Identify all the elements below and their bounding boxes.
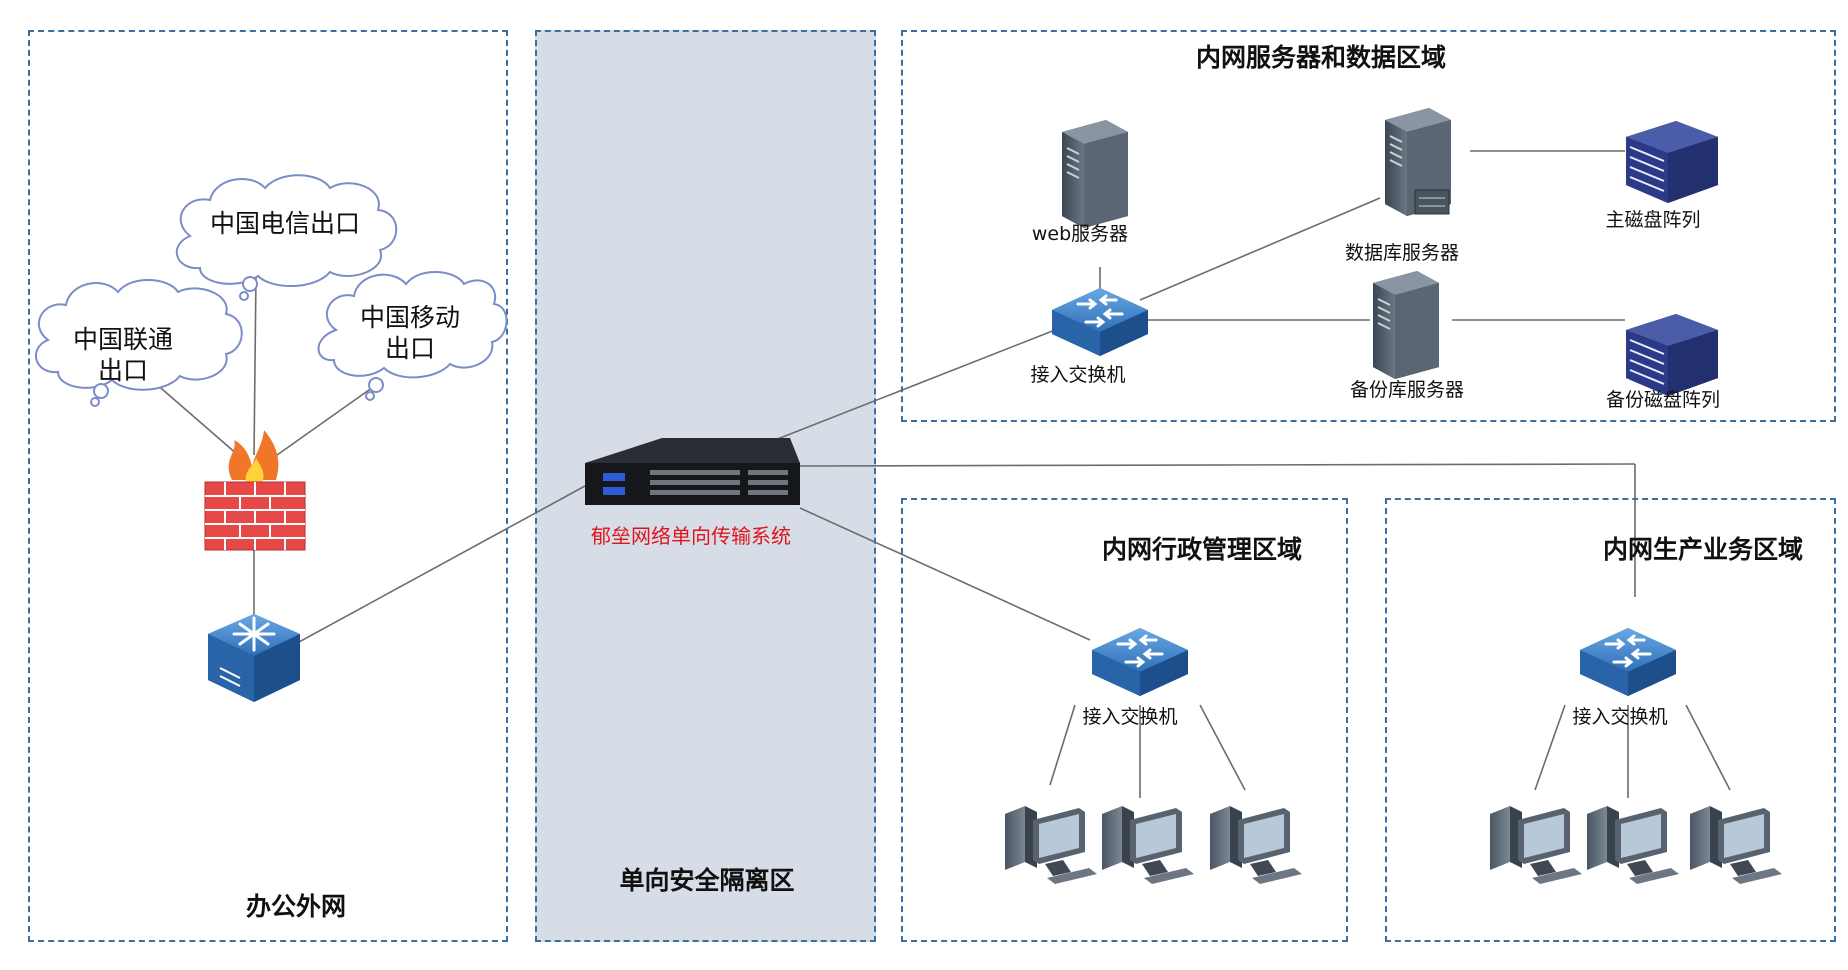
zone-production (1385, 498, 1836, 942)
gateway-appliance-icon (585, 438, 800, 505)
pc-icon (1690, 806, 1782, 884)
cloud-label-mobile: 中国移动 出口 (360, 302, 460, 364)
zone-servers-title: 内网服务器和数据区域 (1195, 43, 1447, 72)
cloud-label-unicom-line1: 中国联通 (72, 325, 174, 354)
server-tower-icon (1384, 107, 1452, 217)
db-server-label: 数据库服务器 (1344, 242, 1460, 264)
switch-icon (1578, 626, 1678, 698)
disk-array-icon (1625, 313, 1719, 397)
firewall-icon (204, 430, 306, 551)
pc-icon (1005, 806, 1097, 884)
pc-icon (1102, 806, 1194, 884)
zone-isolation-title: 单向安全隔离区 (619, 866, 795, 895)
connections (146, 150, 1731, 798)
server-tower-icon (1372, 270, 1440, 380)
switch-icon (1050, 286, 1150, 358)
cloud-label-telecom: 中国电信出口 (209, 209, 361, 238)
zone-servers (901, 30, 1836, 422)
web-server-label: web服务器 (1031, 223, 1129, 245)
cloud-icon (175, 174, 398, 301)
zone-admin-title: 内网行政管理区域 (1101, 535, 1303, 564)
cloud-label-mobile-line2: 出口 (384, 334, 436, 363)
backup-disk-label: 备份磁盘阵列 (1605, 389, 1721, 411)
backup-db-label: 备份库服务器 (1349, 379, 1465, 401)
cloud-label-unicom: 中国联通 出口 (73, 324, 173, 386)
disk-array-icon (1625, 120, 1719, 204)
switch-production-label: 接入交换机 (1572, 706, 1668, 728)
cloud-label-mobile-line1: 中国移动 (359, 303, 461, 332)
primary-disk-label: 主磁盘阵列 (1605, 209, 1701, 231)
zone-admin (901, 498, 1348, 942)
cloud-label-unicom-line2: 出口 (97, 356, 149, 385)
gateway-label: 郁垒网络单向传输系统 (591, 524, 791, 548)
core-switch-icon (208, 614, 300, 702)
zone-office (28, 30, 508, 942)
switch-icon (1090, 626, 1190, 698)
switch-servers-label: 接入交换机 (1030, 364, 1126, 386)
switch-admin-label: 接入交换机 (1082, 706, 1178, 728)
server-tower-icon (1061, 119, 1129, 229)
pc-icon (1587, 806, 1679, 884)
cloud-icon (317, 270, 508, 401)
pc-icon (1210, 806, 1302, 884)
zone-office-title: 办公外网 (245, 892, 347, 921)
zone-production-title: 内网生产业务区域 (1602, 535, 1804, 564)
pc-icon (1490, 806, 1582, 884)
cloud-icon (35, 278, 243, 407)
